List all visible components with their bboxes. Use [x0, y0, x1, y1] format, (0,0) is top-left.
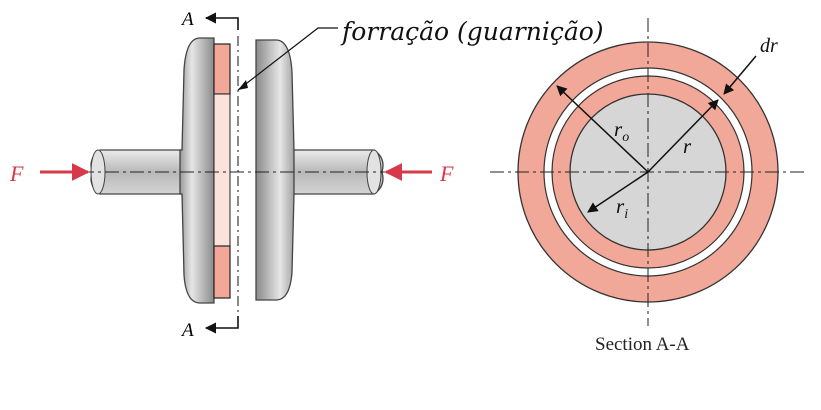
- section-a-a-view: dr ro r ri Section A-A: [490, 18, 808, 355]
- clutch-side-view: A A F F forração (guarnição): [9, 9, 604, 341]
- dr-label: dr: [760, 35, 778, 57]
- dr-arrow: [723, 55, 757, 95]
- radius-outer-arrow: [556, 85, 649, 173]
- lining-left-plate: [213, 43, 231, 299]
- r-outer-label: ro: [614, 117, 629, 145]
- lining-leader-line: [237, 27, 338, 91]
- section-cut-line: [204, 12, 239, 334]
- section-label-top: A: [180, 9, 194, 30]
- section-label-bottom: A: [180, 320, 194, 341]
- force-label-left: F: [9, 161, 24, 186]
- force-label-right: F: [439, 161, 454, 186]
- right-hub: [255, 39, 297, 301]
- lining-handwritten-note: forração (guarnição): [340, 17, 604, 46]
- r-inner-label: ri: [616, 194, 628, 222]
- section-caption: Section A-A: [595, 334, 690, 355]
- r-mid-label: r: [683, 134, 692, 158]
- radius-mid-arrow: [647, 99, 719, 173]
- radius-inner-arrow: [587, 171, 649, 213]
- left-hub: [179, 37, 215, 304]
